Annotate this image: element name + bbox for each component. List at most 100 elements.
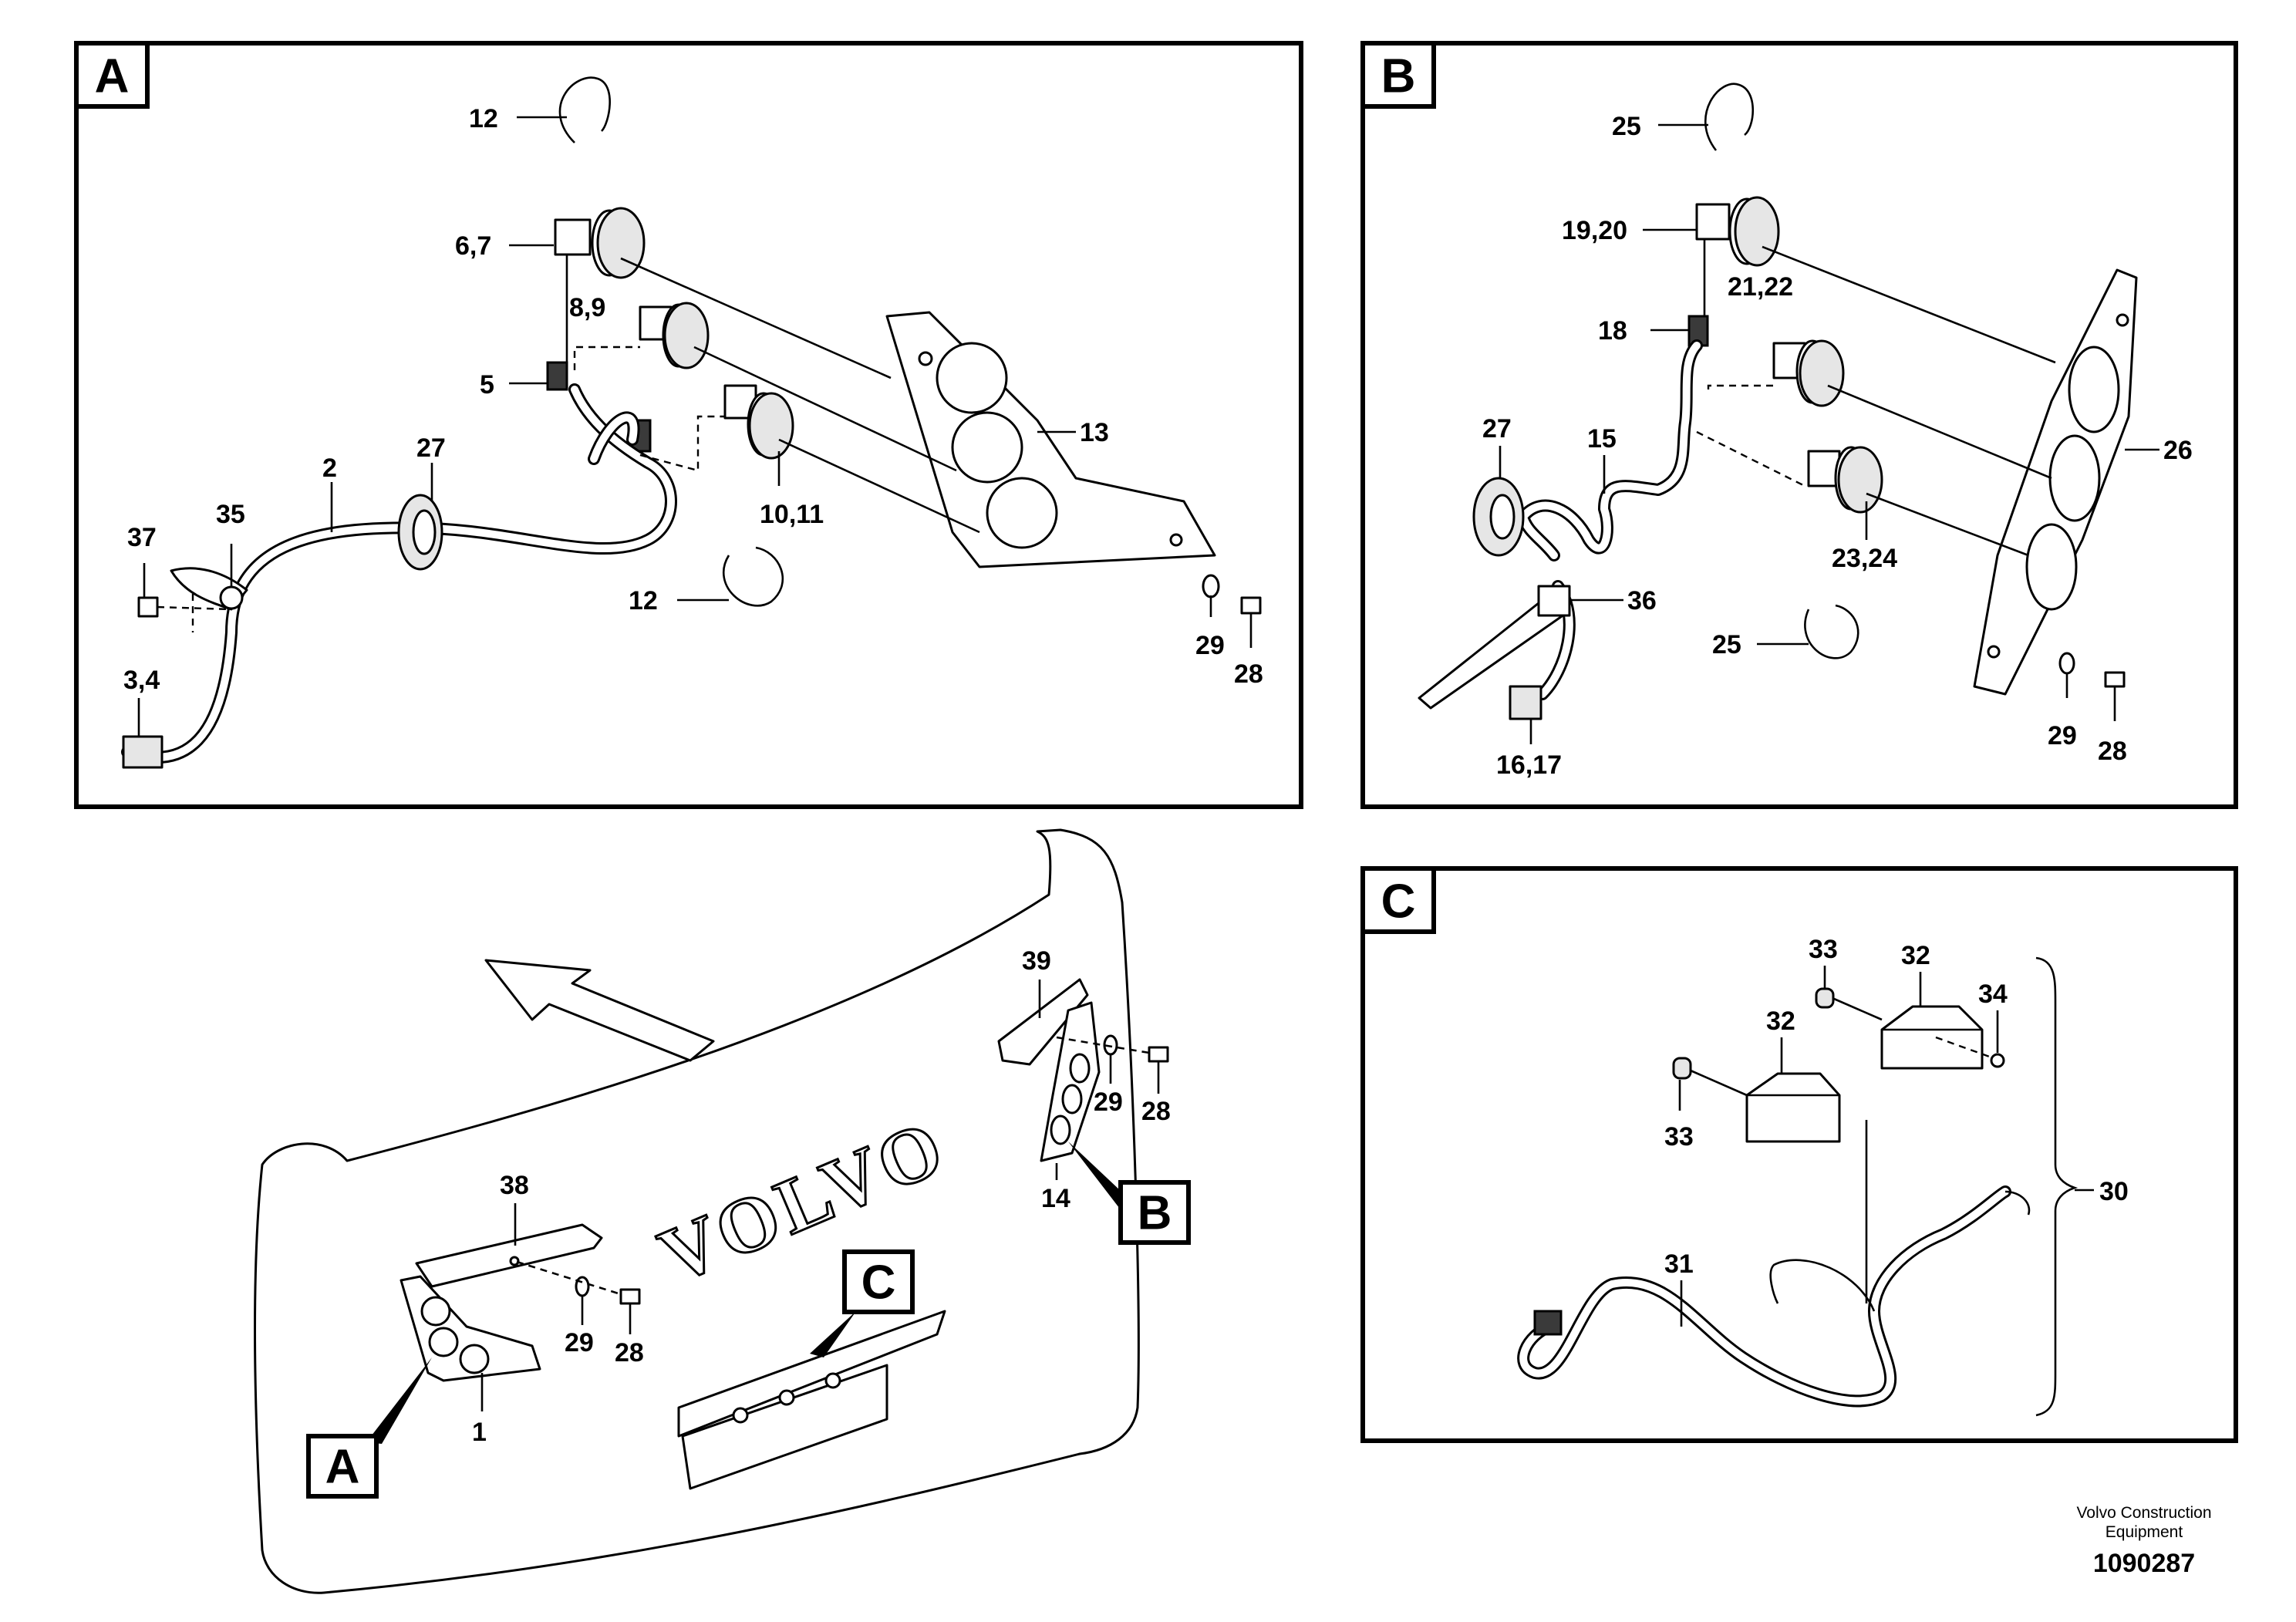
counterweight <box>254 828 1140 1594</box>
callout-28-c: 28 <box>1141 1097 1171 1126</box>
lamp-21-22 <box>1772 339 1845 407</box>
plate-38-hole <box>509 1256 520 1266</box>
dash-a-2 <box>639 415 725 472</box>
grommet-27 <box>397 494 443 571</box>
footer-company-line2: Equipment <box>2106 1523 2183 1541</box>
callout-37: 37 <box>127 523 157 552</box>
snap-ring-12-top <box>558 76 611 143</box>
explode-19-20 <box>1762 245 2056 364</box>
panel-c-tag: C <box>1381 875 1416 929</box>
callout-35: 35 <box>216 500 245 529</box>
overview-tag-a: A <box>325 1441 360 1494</box>
panel-14-hole-2 <box>1061 1084 1083 1114</box>
callout-27-b: 27 <box>1482 414 1512 443</box>
panel-b-tag: B <box>1381 50 1416 103</box>
plate-bracket <box>677 1310 946 1438</box>
panel-a-tag: A <box>95 50 130 103</box>
overview-tag-c: C <box>861 1256 896 1310</box>
dash-39 <box>1056 1036 1150 1054</box>
explode-10-11 <box>778 438 980 534</box>
mounting-plate-26 <box>1973 268 2138 696</box>
harness-15 <box>1517 339 1703 700</box>
callout-19-20: 19,20 <box>1562 216 1627 245</box>
callout-28-b: 28 <box>2098 737 2127 766</box>
plate-39 <box>997 978 1089 1066</box>
dash-34 <box>1935 1036 1994 1060</box>
license-plate <box>681 1364 888 1490</box>
callout-15: 15 <box>1587 424 1617 454</box>
plate-hole-2 <box>778 1389 795 1406</box>
cable-tie-36 <box>1418 585 1571 710</box>
dash-b-1 <box>1707 384 1774 389</box>
connector-3-4 <box>122 735 164 769</box>
panel-a-frame <box>74 41 1303 809</box>
callout-6-7: 6,7 <box>455 231 491 261</box>
connector-5 <box>546 361 568 391</box>
screw-28-d <box>619 1288 641 1305</box>
callout-23-24: 23,24 <box>1832 544 1897 573</box>
callout-39: 39 <box>1022 946 1051 976</box>
callout-21-22: 21,22 <box>1728 272 1793 302</box>
callout-1: 1 <box>472 1418 487 1447</box>
callout-25-top: 25 <box>1612 112 1641 141</box>
connector-31 <box>1533 1310 1563 1336</box>
callout-3-4: 3,4 <box>123 666 160 695</box>
explode-33-top <box>1833 997 1883 1021</box>
explode-6-7 <box>620 257 892 379</box>
overview-tag-a-box <box>306 1434 379 1499</box>
callout-32-left: 32 <box>1766 1007 1795 1036</box>
callout-5: 5 <box>480 370 494 400</box>
panel-b: B <box>1360 41 2238 809</box>
lamp-6-7 <box>554 207 646 279</box>
footer-company-line1: Volvo Construction <box>2076 1504 2211 1522</box>
pointer-b <box>1068 1141 1134 1215</box>
callout-29-d: 29 <box>565 1328 594 1357</box>
panel-b-tag-box <box>1360 41 1436 109</box>
lamp-housing-32-left <box>1745 1072 1841 1143</box>
washer-29-b <box>2058 652 2075 675</box>
harness-31 <box>1517 1185 2031 1408</box>
callout-12-top: 12 <box>469 104 498 133</box>
panel-c: C 3 <box>1360 866 2238 1443</box>
explode-33-left <box>1690 1069 1748 1097</box>
bracket-30 <box>2035 956 2079 1417</box>
lamp-8-9 <box>639 302 710 369</box>
bulb-33-left <box>1672 1057 1692 1080</box>
overview: VOLVO <box>254 828 1191 1594</box>
screw-34 <box>1990 1053 2005 1068</box>
dash-a-37 <box>157 605 232 611</box>
panel-14-hole-1 <box>1069 1053 1091 1084</box>
callout-26: 26 <box>2163 436 2193 465</box>
screw-28-c <box>1148 1046 1169 1063</box>
callout-29-a: 29 <box>1195 631 1225 660</box>
lamp-19-20 <box>1695 196 1780 267</box>
forward-arrow <box>484 959 715 1062</box>
dash-38 <box>516 1260 622 1296</box>
callout-14: 14 <box>1041 1184 1070 1213</box>
callout-2: 2 <box>322 454 337 483</box>
callout-31: 31 <box>1664 1249 1694 1279</box>
callout-10-11: 10,11 <box>760 500 824 529</box>
panel-c-frame <box>1360 866 2238 1443</box>
panel-a-tag-box <box>74 41 150 109</box>
plate-38 <box>415 1223 603 1288</box>
callout-16-17: 16,17 <box>1496 750 1562 780</box>
screw-28-a <box>1240 596 1262 615</box>
snap-ring-12-bottom <box>723 546 784 607</box>
callout-25-bottom: 25 <box>1712 630 1741 659</box>
dash-a-1 <box>573 346 640 370</box>
callout-33-left: 33 <box>1664 1122 1694 1152</box>
callout-18: 18 <box>1598 316 1627 346</box>
footer: Volvo Construction Equipment 1090287 <box>2076 1504 2211 1578</box>
callout-38: 38 <box>500 1171 529 1200</box>
overview-tag-b-box <box>1118 1180 1191 1245</box>
snap-ring-25-top <box>1704 83 1755 151</box>
pointer-c <box>810 1311 856 1357</box>
pointer-a <box>366 1357 432 1444</box>
clip-35 <box>170 567 248 611</box>
connector-16-17 <box>1509 685 1542 720</box>
callout-33-top: 33 <box>1809 935 1838 964</box>
plate-hole-1 <box>732 1407 749 1424</box>
panel-a: A <box>74 41 1303 809</box>
panel-b-frame <box>1360 41 2238 809</box>
